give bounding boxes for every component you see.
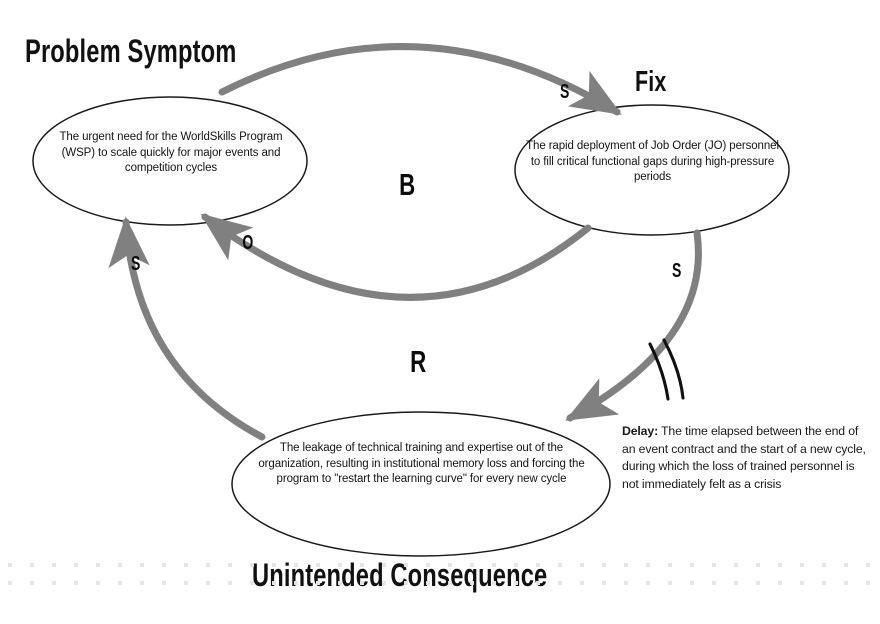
page-title-problem-symptom: Problem Symptom xyxy=(25,33,237,69)
link-fix-to-symptom xyxy=(200,213,592,301)
node-ellipse-problem-symptom xyxy=(32,96,308,226)
link-fix-to-consequence xyxy=(565,229,702,422)
delay-marker-icon xyxy=(648,338,685,401)
node-ellipse-unintended-consequence xyxy=(231,411,611,557)
page-title-fix: Fix xyxy=(635,66,667,98)
delay-note-label: Delay: xyxy=(622,424,659,438)
polarity-label-fix-to-symptom: O xyxy=(242,232,254,254)
decorative-dot-row-bottom xyxy=(0,581,880,586)
node-ellipse-fix xyxy=(514,104,790,236)
loop-label-balancing: B xyxy=(399,167,416,202)
delay-note: Delay: The time elapsed between the end … xyxy=(622,423,874,493)
link-symptom-to-fix xyxy=(218,43,622,116)
link-consequence-to-symptom xyxy=(108,216,266,441)
polarity-label-consequence-to-symptom: S xyxy=(131,253,141,275)
loop-label-reinforcing: R xyxy=(410,344,427,379)
delay-note-text: The time elapsed between the end of an e… xyxy=(622,424,866,491)
page-title-unintended-consequence: Unintended Consequence xyxy=(252,557,548,593)
polarity-label-symptom-to-fix: S xyxy=(560,81,570,103)
polarity-label-fix-to-consequence: S xyxy=(672,260,682,282)
decorative-dot-row-top xyxy=(0,563,880,568)
